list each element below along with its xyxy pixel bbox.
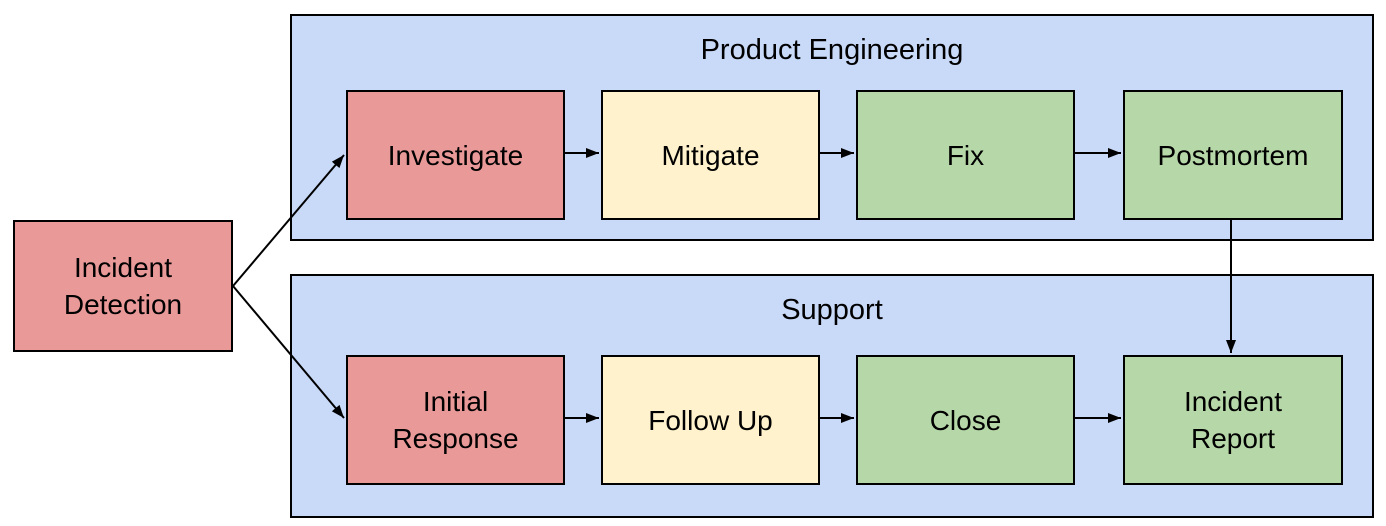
node-follow-up: Follow Up: [601, 355, 820, 485]
node-initial-response: Initial Response: [346, 355, 565, 485]
node-mitigate: Mitigate: [601, 90, 820, 220]
lane-support: Support Initial Response Follow Up Close…: [290, 274, 1374, 518]
lane-product-engineering: Product Engineering Investigate Mitigate…: [290, 14, 1374, 241]
node-incident-detection: Incident Detection: [13, 220, 233, 352]
node-fix: Fix: [856, 90, 1075, 220]
node-close: Close: [856, 355, 1075, 485]
node-incident-report: Incident Report: [1123, 355, 1343, 485]
node-postmortem: Postmortem: [1123, 90, 1343, 220]
lane-title-support: Support: [781, 294, 883, 326]
lane-title-product-engineering: Product Engineering: [700, 34, 964, 66]
node-investigate: Investigate: [346, 90, 565, 220]
